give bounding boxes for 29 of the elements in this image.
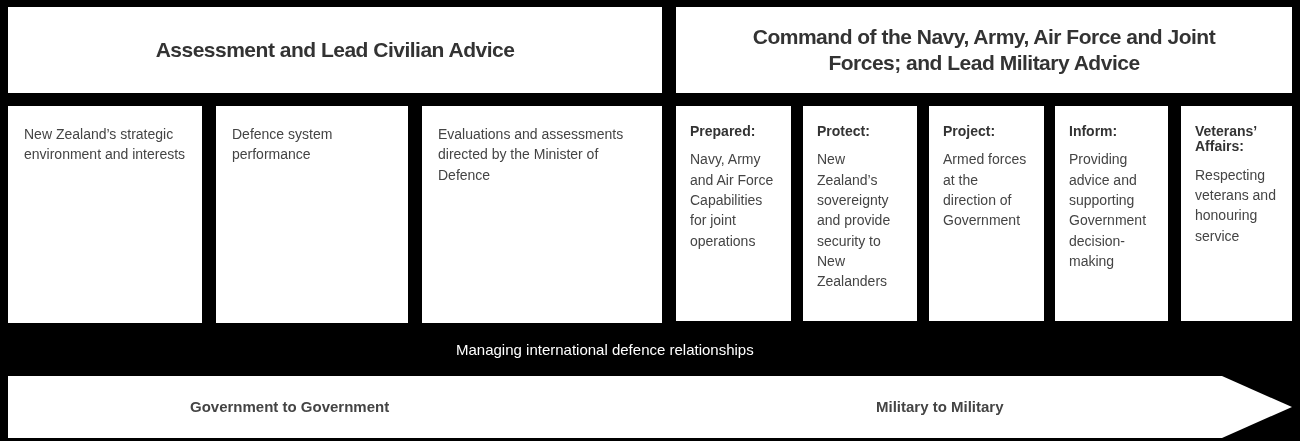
card-text: New Zealand’s sovereignty and provide security to New Zealanders xyxy=(817,150,892,292)
heading-panel xyxy=(676,7,1292,93)
info-card xyxy=(8,106,202,323)
info-card xyxy=(1055,106,1168,321)
arrow-band xyxy=(8,376,1292,438)
band-text: Government to Government xyxy=(190,398,390,415)
heading-panel xyxy=(8,7,662,93)
info-card xyxy=(1181,106,1292,321)
info-card xyxy=(929,106,1044,321)
band-text: Military to Military xyxy=(876,398,1004,415)
card-text: New Zealand’s strategic environment and interests xyxy=(24,125,186,165)
card-text: Armed forces at the direction of Government xyxy=(943,150,1028,231)
card-text: Defence system performance xyxy=(232,125,334,165)
panel-heading: Assessment and Lead Civilian Advice xyxy=(155,36,515,63)
info-card xyxy=(216,106,408,323)
card-text: Evaluations and assessments directed by the Minister of Defence xyxy=(438,125,625,185)
card-text: Respecting veterans and honouring service xyxy=(1195,165,1277,246)
card-heading: Prepared: xyxy=(690,124,757,140)
card-heading: Protect: xyxy=(817,124,871,140)
card-text: Navy, Army and Air Force Capabilities for joint operations xyxy=(690,150,775,251)
info-card xyxy=(803,106,917,321)
card-text: Providing advice and supporting Government decision-making xyxy=(1069,150,1148,271)
card-heading: Project: xyxy=(943,124,997,140)
card-heading: Inform: xyxy=(1069,124,1119,140)
info-card xyxy=(676,106,791,321)
card-heading: Veterans’ Affairs: xyxy=(1195,124,1258,155)
info-card xyxy=(422,106,662,323)
band-caption: Managing international defence relationships xyxy=(456,341,754,358)
panel-heading: Command of the Navy, Army, Air Force and Joint Forces; and Lead Military Advice xyxy=(751,23,1217,76)
